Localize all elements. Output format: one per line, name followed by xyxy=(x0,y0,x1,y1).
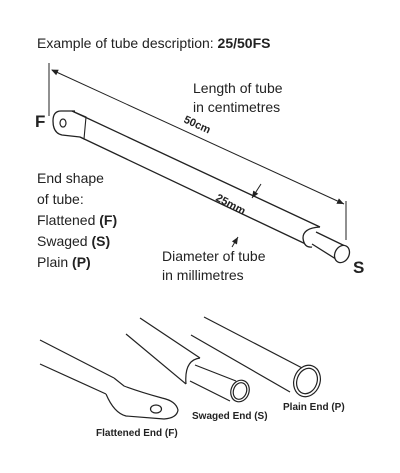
diagram-title: Example of tube description: 25/50FS xyxy=(37,34,270,53)
end-shape-line1: End shape xyxy=(37,170,104,186)
diameter-arrow-top xyxy=(251,183,262,199)
end-letter-s: S xyxy=(353,258,365,277)
flattened-end-label: Flattened End (F) xyxy=(96,428,178,439)
flattened-end-example xyxy=(39,339,179,420)
diameter-arrow-bottom xyxy=(231,236,239,248)
diameter-value-label: 25mm xyxy=(214,192,248,218)
end-shape-item: Flattened (F) xyxy=(37,212,118,228)
tube-body xyxy=(71,110,321,248)
length-value-label: 50cm xyxy=(182,114,213,137)
diameter-note: Diameter of tube in millimetres xyxy=(162,247,266,285)
end-shape-list: End shape of tube: Flattened (F) Swaged … xyxy=(37,168,117,273)
flatten-transition xyxy=(71,110,87,140)
title-code: 25/50FS xyxy=(217,35,271,51)
swaged-end-opening xyxy=(333,244,351,264)
swage-shoulder xyxy=(302,226,321,248)
end-shape-item: Swaged (S) xyxy=(37,233,111,249)
tab-hole xyxy=(59,118,67,128)
length-note: Length of tube in centimetres xyxy=(193,79,283,117)
end-shape-line2: of tube: xyxy=(37,191,84,207)
diameter-note-line2: in millimetres xyxy=(162,267,244,283)
plain-end-label: Plain End (P) xyxy=(283,402,345,413)
length-note-line2: in centimetres xyxy=(193,99,281,115)
swaged-end-label: Swaged End (S) xyxy=(192,411,268,422)
end-letter-f: F xyxy=(35,112,46,131)
length-note-line1: Length of tube xyxy=(193,80,283,96)
end-shape-item: Plain (P) xyxy=(37,254,91,270)
plain-end-example xyxy=(190,316,321,398)
swaged-end-example xyxy=(125,317,250,403)
diameter-note-line1: Diameter of tube xyxy=(162,248,266,264)
title-prefix: Example of tube description: xyxy=(37,35,218,51)
length-dimension-arrow xyxy=(51,69,345,205)
